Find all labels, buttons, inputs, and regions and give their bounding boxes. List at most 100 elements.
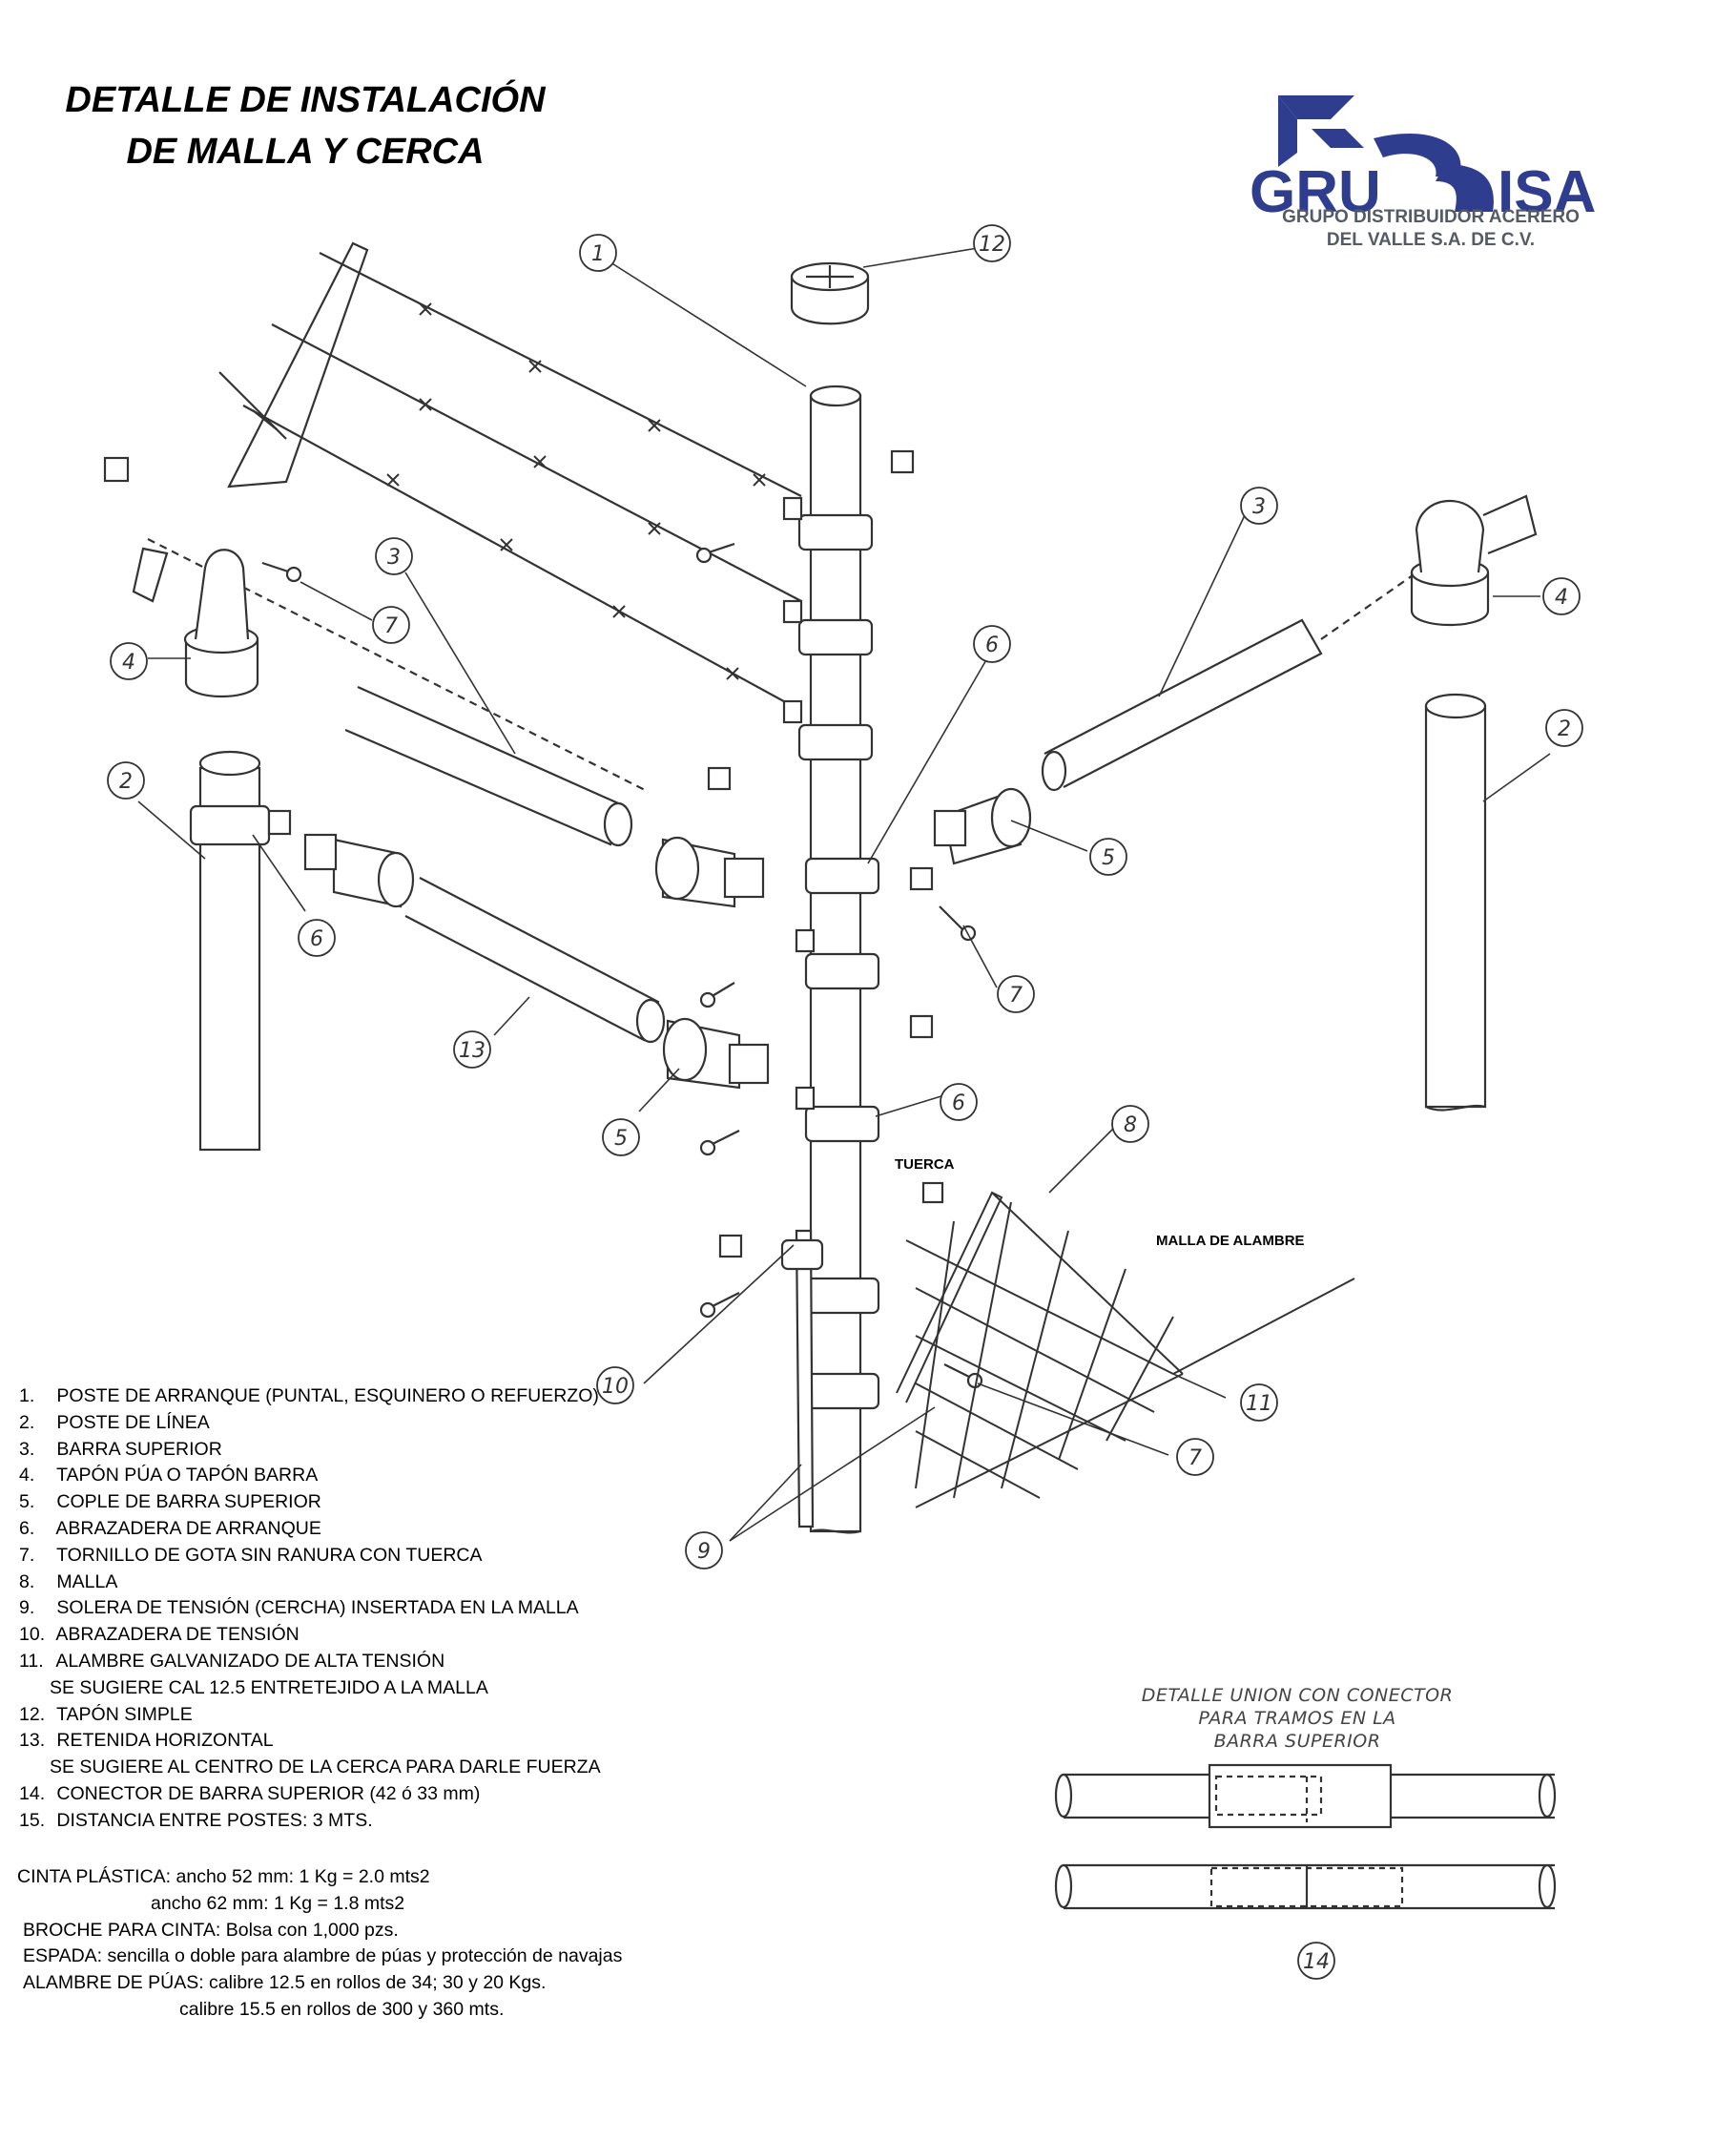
grudisa-logo: GRU ISA [1250,95,1596,225]
connector-detail [1054,1763,1557,1910]
logo-subtitle-2: DEL VALLE S.A. DE C.V. [1326,230,1536,250]
legend-item: 3. BARRA SUPERIOR [19,1438,222,1460]
line-post-right [1424,693,1487,1112]
callout-6-lower [940,1083,978,1121]
callout-num-6b: 6 [310,927,323,951]
callout-num-5b: 5 [614,1127,628,1151]
callout-11 [1240,1383,1278,1422]
annotation-tuerca: TUERCA [895,1156,955,1173]
rail-cap-left [132,547,259,697]
callout-2-left [107,761,145,800]
callout-numbers: 1 12 3 3 4 4 7 6 2 2 6 5 5 7 13 6 8 10 1… [119,233,1571,1974]
callout-5-left [602,1118,640,1156]
callout-6-left [298,919,336,957]
legend-item: 4. TAPÓN PÚA O TAPÓN BARRA [19,1465,319,1486]
detail-caption-line3: BARRA SUPERIOR [1213,1731,1381,1752]
legend-item: 8. MALLA [19,1570,118,1592]
callout-markers [107,224,1583,1980]
note-espada: ESPADA: sencilla o doble para alambre de… [23,1945,623,1967]
callout-num-12: 12 [979,233,1005,257]
callout-num-6a: 6 [985,634,999,657]
callout-num-6c: 6 [952,1091,965,1115]
legend-item: 14. CONECTOR DE BARRA SUPERIOR (42 ó 33 … [19,1782,481,1804]
callout-7-right [997,975,1035,1013]
callout-num-13: 13 [459,1039,486,1063]
note-broche: BROCHE PARA CINTA: Bolsa con 1,000 pzs. [23,1919,399,1941]
callout-12 [973,224,1011,262]
callout-4-right [1542,577,1581,615]
detail-caption-line1: DETALLE UNION CON CONECTOR [1141,1685,1454,1706]
callout-num-3b: 3 [1252,495,1266,519]
coupler-left-lower [662,1017,770,1090]
legend-item: 11. ALAMBRE GALVANIZADO DE ALTA TENSIÓN [19,1650,445,1672]
legend-item: 13. RETENIDA HORIZONTAL [19,1730,274,1752]
central-post [782,385,880,1534]
callout-3-right [1240,487,1278,525]
note-alambre-12: ALAMBRE DE PÚAS: calibre 12.5 en rollos … [23,1972,547,1994]
title-line-2: DE MALLA Y CERCA [126,132,485,172]
callout-7-top [372,606,410,644]
callout-num-14: 14 [1303,1950,1330,1974]
callout-num-11: 11 [1246,1392,1272,1416]
line-post-left [189,750,292,1152]
legend-item: 9. SOLERA DE TENSIÓN (CERCHA) INSERTADA … [19,1597,579,1619]
barbed-wires [242,252,802,712]
callout-2-right [1545,709,1583,747]
callout-9 [685,1531,723,1569]
callout-num-7a: 7 [384,614,398,638]
legend-item: 10. ABRAZADERA DE TENSIÓN [19,1624,300,1646]
connector-detail-caption: DETALLE UNION CON CONECTOR PARA TRAMOS E… [1097,1684,1498,1753]
legend-subnote: SE SUGIERE CAL 12.5 ENTRETEJIDO A LA MAL… [50,1676,488,1698]
callout-leaders [137,247,1551,1542]
callout-1 [579,234,617,272]
callout-3-left [375,537,413,575]
callout-13 [453,1030,491,1069]
coupler-left-upper [654,836,765,908]
callout-6-upper [973,625,1011,663]
rail-cap-right [1410,494,1538,626]
callout-num-4b: 4 [1555,586,1568,610]
chain-link-mesh [896,1191,1355,1508]
callout-num-9: 9 [697,1540,711,1564]
callout-num-4a: 4 [122,651,135,675]
callout-num-1: 1 [591,242,605,266]
note-cinta-52: CINTA PLÁSTICA: ancho 52 mm: 1 Kg = 2.0 … [17,1866,430,1887]
callout-num-7c: 7 [1188,1446,1202,1470]
callout-num-10: 10 [602,1375,629,1399]
legend-subnote: SE SUGIERE AL CENTRO DE LA CERCA PARA DA… [50,1756,601,1778]
logo-subtitle-1: GRUPO DISTRIBUIDOR ACERERO [1282,207,1580,227]
callout-num-3a: 3 [387,546,401,570]
legend-item: 6. ABRAZADERA DE ARRANQUE [19,1517,321,1539]
logo-left-text: GRU [1250,159,1381,225]
callout-num-2a: 2 [119,770,133,794]
barbed-arm [218,241,369,488]
legend-item: 2. POSTE DE LÍNEA [19,1411,210,1433]
legend-item: 12. TAPÓN SIMPLE [19,1703,193,1725]
callout-8 [1111,1105,1149,1143]
logo-right-text: ISA [1498,159,1596,225]
legend-item: 7. TORNILLO DE GOTA SIN RANURA CON TUERC… [19,1544,483,1566]
callout-num-7b: 7 [1009,984,1023,1008]
callout-num-5a: 5 [1102,846,1115,870]
callout-4-left [110,642,148,680]
parts-legend: 1. POSTE DE ARRANQUE (PUNTAL, ESQUINERO … [19,1383,687,1835]
material-notes: CINTA PLÁSTICA: ancho 52 mm: 1 Kg = 2.0 … [17,1864,704,2024]
callout-num-8: 8 [1124,1113,1137,1137]
title-line-1: DETALLE DE INSTALACIÓN [65,80,546,120]
callout-5-right [1089,838,1127,876]
note-cinta-62: ancho 62 mm: 1 Kg = 1.8 mts2 [151,1892,405,1914]
logo-swoosh-icon [1278,95,1461,177]
coupler-left-far [303,833,415,908]
callout-num-2b: 2 [1558,717,1571,741]
legend-item: 5. COPLE DE BARRA SUPERIOR [19,1491,321,1513]
coupler-right [933,787,1032,865]
annotation-malla: MALLA DE ALAMBRE [1156,1233,1305,1249]
horizontal-brace [404,877,666,1044]
legend-item: 1. POSTE DE ARRANQUE (PUNTAL, ESQUINERO … [19,1385,599,1406]
note-alambre-15: calibre 15.5 en rollos de 300 y 360 mts. [179,1998,505,2020]
top-rail-left [147,538,650,847]
page-title: DETALLE DE INSTALACIÓN DE MALLA Y CERCA [38,74,572,177]
legend-item: 15. DISTANCIA ENTRE POSTES: 3 MTS. [19,1809,373,1831]
callout-14 [1297,1942,1335,1980]
callout-10 [596,1366,634,1404]
